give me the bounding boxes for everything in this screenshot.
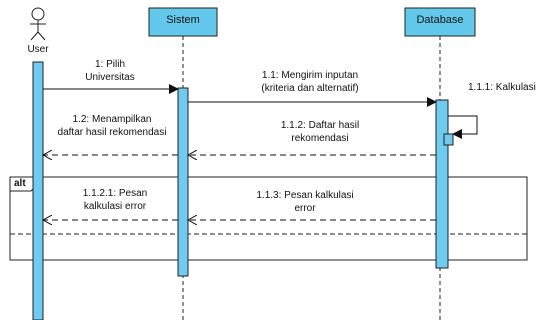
alt-fragment	[9, 176, 528, 261]
user-actor-icon	[30, 7, 46, 41]
msg-1-1-2-1-label: 1.1.2.1: Pesan kalkulasi error	[60, 187, 170, 213]
database-activation	[435, 99, 449, 269]
user-label: User	[27, 44, 49, 55]
msg-1-line2: Universitas	[85, 72, 135, 83]
user-activation	[32, 61, 44, 320]
msg-1-1-1-label: 1.1.1: Kalkulasi	[468, 82, 536, 93]
msg-1-1-2-line1: 1.1.2: Daftar hasil	[280, 120, 360, 131]
msg-1-1-2-1-line2: kalkulasi error	[83, 201, 147, 212]
msg-1-1-3-line1: 1.1.3: Pesan kalkulasi	[256, 190, 354, 201]
msg-1-1-2-1-line1: 1.1.2.1: Pesan	[82, 188, 148, 199]
msg-1-label: 1: Pilih Universitas	[60, 58, 160, 84]
msg-1-1-line1: 1.1: Mengirim inputan	[261, 70, 359, 81]
msg-1-1-3-line2: error	[294, 203, 316, 214]
msg-1-2-line1: 1.2: Menampilkan	[72, 114, 152, 125]
msg-1-1-2-label: 1.1.2: Daftar hasil rekomendasi	[265, 119, 375, 145]
database-box[interactable]	[404, 7, 476, 37]
alt-label: alt	[14, 178, 26, 189]
sistem-label: Sistem	[166, 14, 200, 26]
sistem-box[interactable]	[148, 7, 218, 37]
database-self-activation	[443, 133, 454, 146]
msg-1-1-2-line2: rekomendasi	[291, 133, 349, 144]
msg-1-1-3-label: 1.1.3: Pesan kalkulasi error	[245, 189, 365, 215]
msg-1-2-line2: daftar hasil rekomendasi	[57, 127, 167, 138]
msg-1-2-label: 1.2: Menampilkan daftar hasil rekomendas…	[42, 113, 182, 139]
msg-1-1-1-arrow	[448, 115, 478, 139]
msg-1-1-line2: (kriteria dan alternatif)	[261, 83, 359, 94]
msg-1-line1: 1: Pilih	[94, 59, 125, 70]
msg-1-1-label: 1.1: Mengirim inputan (kriteria dan alte…	[235, 69, 385, 95]
database-label: Database	[416, 14, 464, 26]
sistem-activation	[177, 87, 189, 277]
